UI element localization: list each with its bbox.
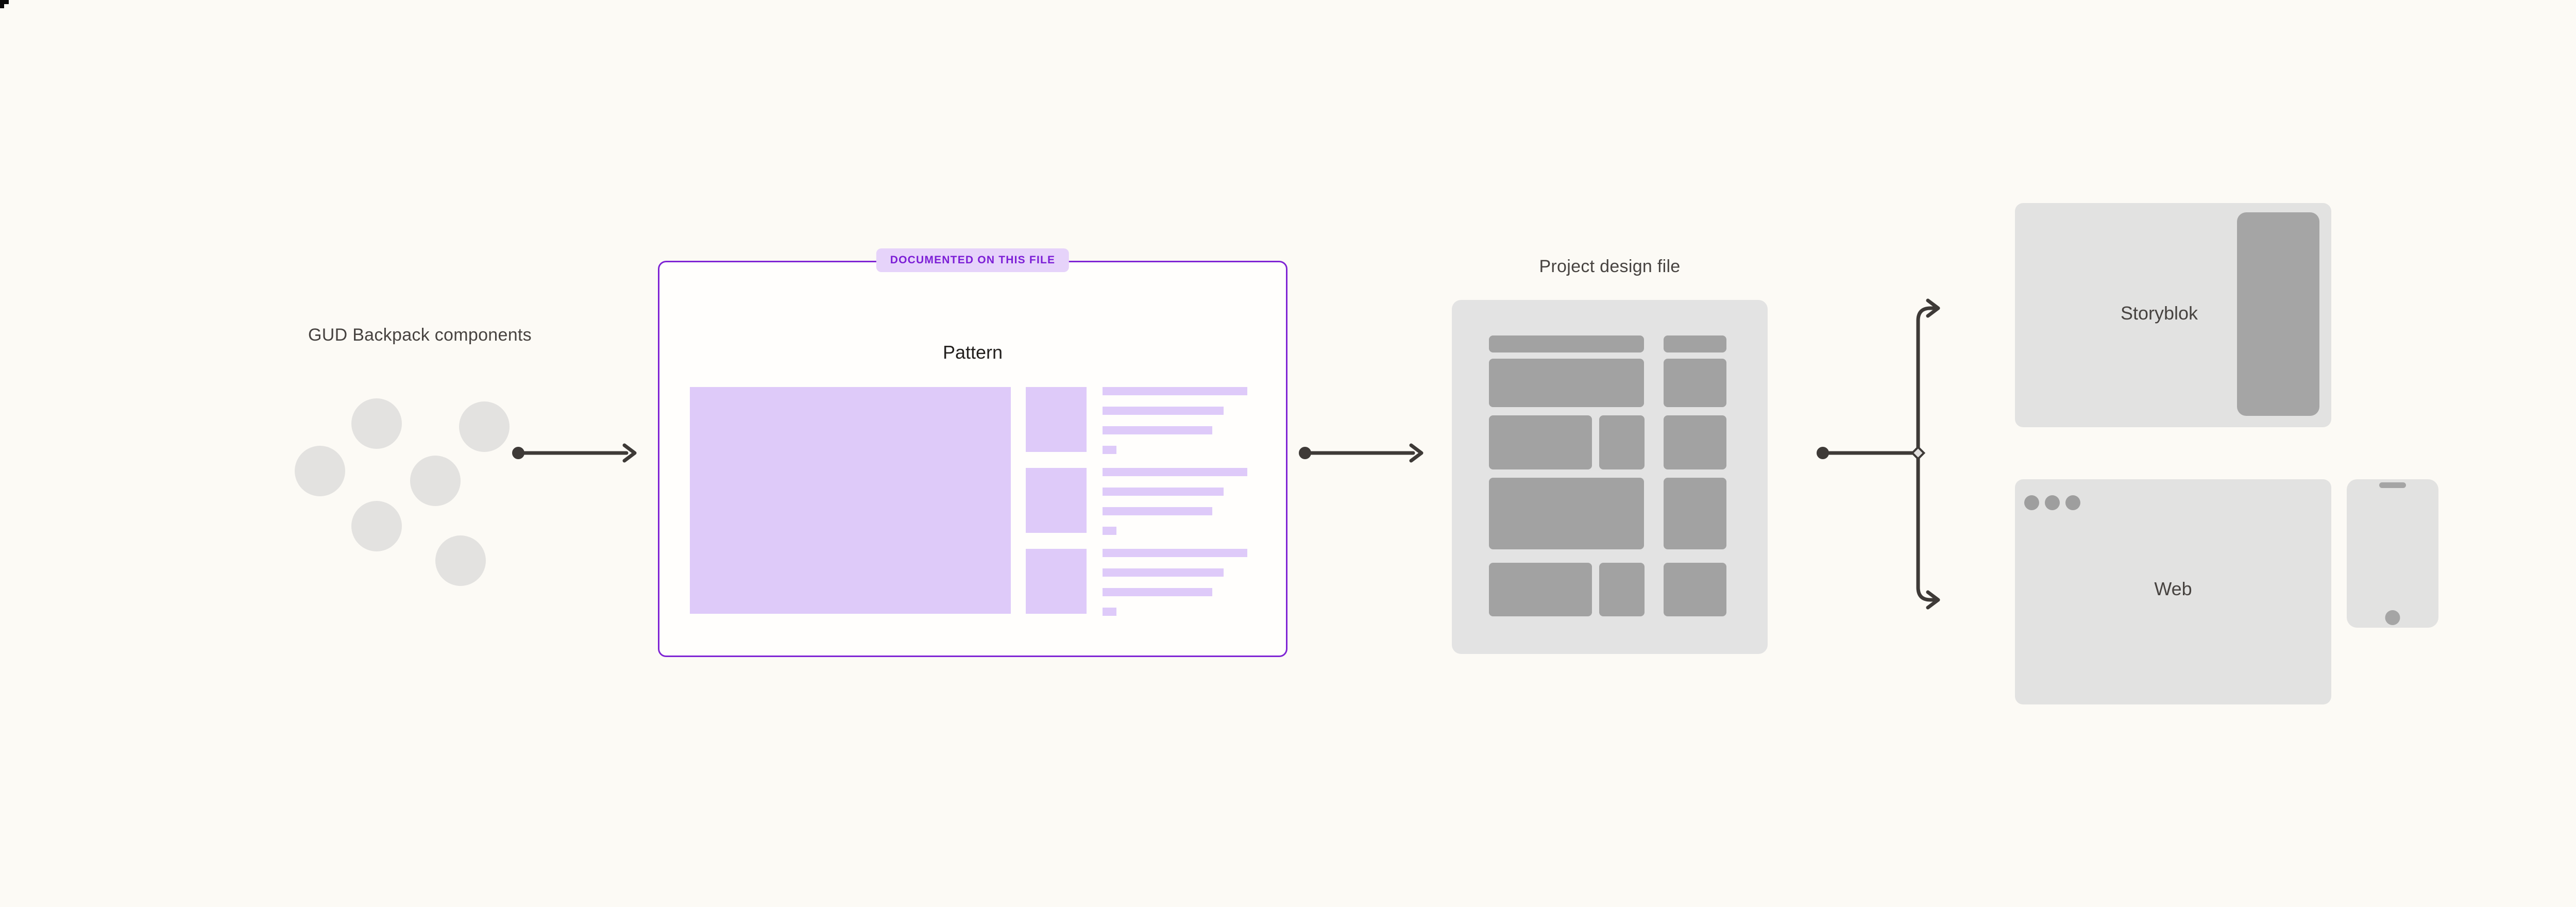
pattern-text-line [1103, 387, 1247, 395]
wireframe-block [1664, 359, 1726, 407]
wireframe-block [1489, 359, 1644, 407]
component-circle [459, 401, 510, 452]
pattern-frame: DOCUMENTED ON THIS FILE Pattern [658, 248, 1287, 657]
wireframe-block [1489, 415, 1592, 469]
pattern-thumb [1026, 468, 1087, 533]
wireframe-bar [1489, 335, 1644, 352]
component-circle [295, 446, 345, 496]
wireframe-block [1599, 415, 1645, 469]
pattern-text-line [1103, 426, 1212, 434]
pattern-title: Pattern [942, 342, 1003, 363]
component-circle [351, 501, 402, 551]
wireframe-block [1489, 478, 1644, 549]
wireframe-block [1599, 563, 1645, 616]
pattern-text-line [1103, 507, 1212, 515]
wireframe-block [1664, 415, 1726, 469]
web-card: Web [2015, 479, 2331, 704]
window-dot-icon [2045, 495, 2060, 510]
components-label: GUD Backpack components [308, 325, 532, 345]
pattern-thumb [1026, 549, 1087, 614]
pattern-text-line [1103, 568, 1224, 577]
arrow-designfile-branch [1817, 298, 1940, 610]
canvas-corner-artifact [0, 4, 4, 8]
browser-window-dots [2024, 495, 2080, 510]
documented-badge: DOCUMENTED ON THIS FILE [876, 248, 1070, 272]
pattern-text-line [1103, 488, 1224, 496]
design-file-card [1452, 300, 1768, 654]
storyblok-side-panel [2237, 212, 2319, 416]
arrow-components-to-pattern [512, 443, 637, 463]
wireframe-block [1664, 563, 1726, 616]
wireframe-block [1489, 563, 1592, 616]
component-circle [351, 398, 402, 449]
pattern-text-chip [1103, 608, 1116, 616]
pattern-text-chip [1103, 527, 1116, 535]
pattern-text-chip [1103, 446, 1116, 454]
storyblok-card: Storyblok [2015, 203, 2331, 427]
window-dot-icon [2024, 495, 2039, 510]
web-label: Web [2154, 578, 2192, 599]
canvas-corner-artifact [0, 0, 9, 4]
wireframe-block [1664, 478, 1726, 549]
pattern-text-line [1103, 468, 1247, 476]
design-file-label: Project design file [1539, 257, 1681, 276]
phone-speaker-icon [2379, 482, 2406, 488]
pattern-hero-block [690, 387, 1011, 614]
wireframe-bar [1664, 335, 1726, 352]
storyblok-label: Storyblok [2120, 303, 2198, 324]
pattern-text-line [1103, 549, 1247, 557]
window-dot-icon [2065, 495, 2080, 510]
component-circle [410, 456, 461, 506]
phone-home-button-icon [2385, 610, 2400, 625]
pattern-text-line [1103, 407, 1224, 415]
component-circle [435, 535, 486, 586]
phone-device [2347, 479, 2438, 628]
pattern-thumb [1026, 387, 1087, 452]
arrow-pattern-to-designfile [1299, 443, 1423, 463]
pattern-text-line [1103, 588, 1212, 596]
branch-junction-diamond [1910, 445, 1926, 461]
